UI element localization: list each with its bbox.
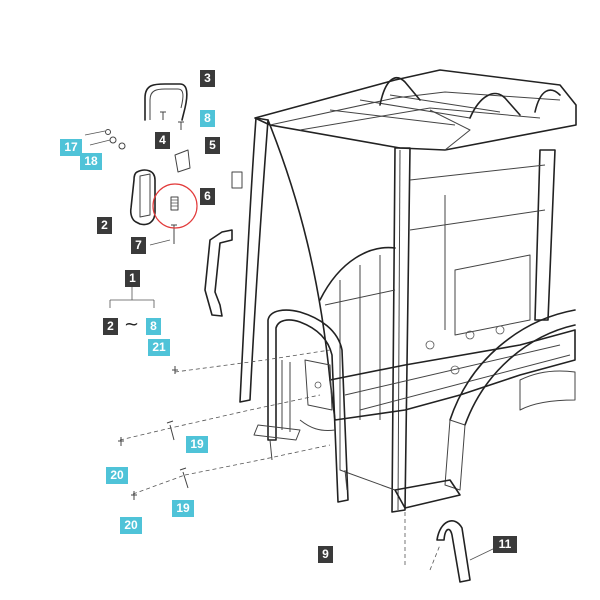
callout-6: 6 bbox=[200, 188, 215, 205]
part-11-grab-handle bbox=[436, 520, 496, 583]
callout-20-upper: 20 bbox=[106, 467, 128, 484]
callout-1: 1 bbox=[125, 270, 140, 287]
callout-8-top: 8 bbox=[200, 110, 215, 127]
loose-hardware bbox=[118, 366, 189, 500]
callout-19-upper: 19 bbox=[186, 436, 208, 453]
callout-2-top: 2 bbox=[97, 217, 112, 234]
callout-4: 4 bbox=[155, 132, 170, 149]
highlight-circle bbox=[152, 183, 198, 229]
cab-frame bbox=[119, 69, 577, 571]
callout-5: 5 bbox=[205, 137, 220, 154]
callout-18: 18 bbox=[80, 153, 102, 170]
callout-8-kit: 8 bbox=[146, 318, 161, 335]
callout-9: 9 bbox=[318, 546, 333, 563]
mirror-assembly-parts bbox=[84, 83, 191, 308]
kit-separator: ~ bbox=[124, 314, 140, 335]
callout-19-lower: 19 bbox=[172, 500, 194, 517]
callout-17: 17 bbox=[60, 139, 82, 156]
callout-2-kit: 2 bbox=[103, 318, 118, 335]
callout-11: 11 bbox=[493, 536, 517, 553]
callout-20-lower: 20 bbox=[120, 517, 142, 534]
callout-3: 3 bbox=[200, 70, 215, 87]
callout-7: 7 bbox=[131, 237, 146, 254]
callout-21: 21 bbox=[148, 339, 170, 356]
